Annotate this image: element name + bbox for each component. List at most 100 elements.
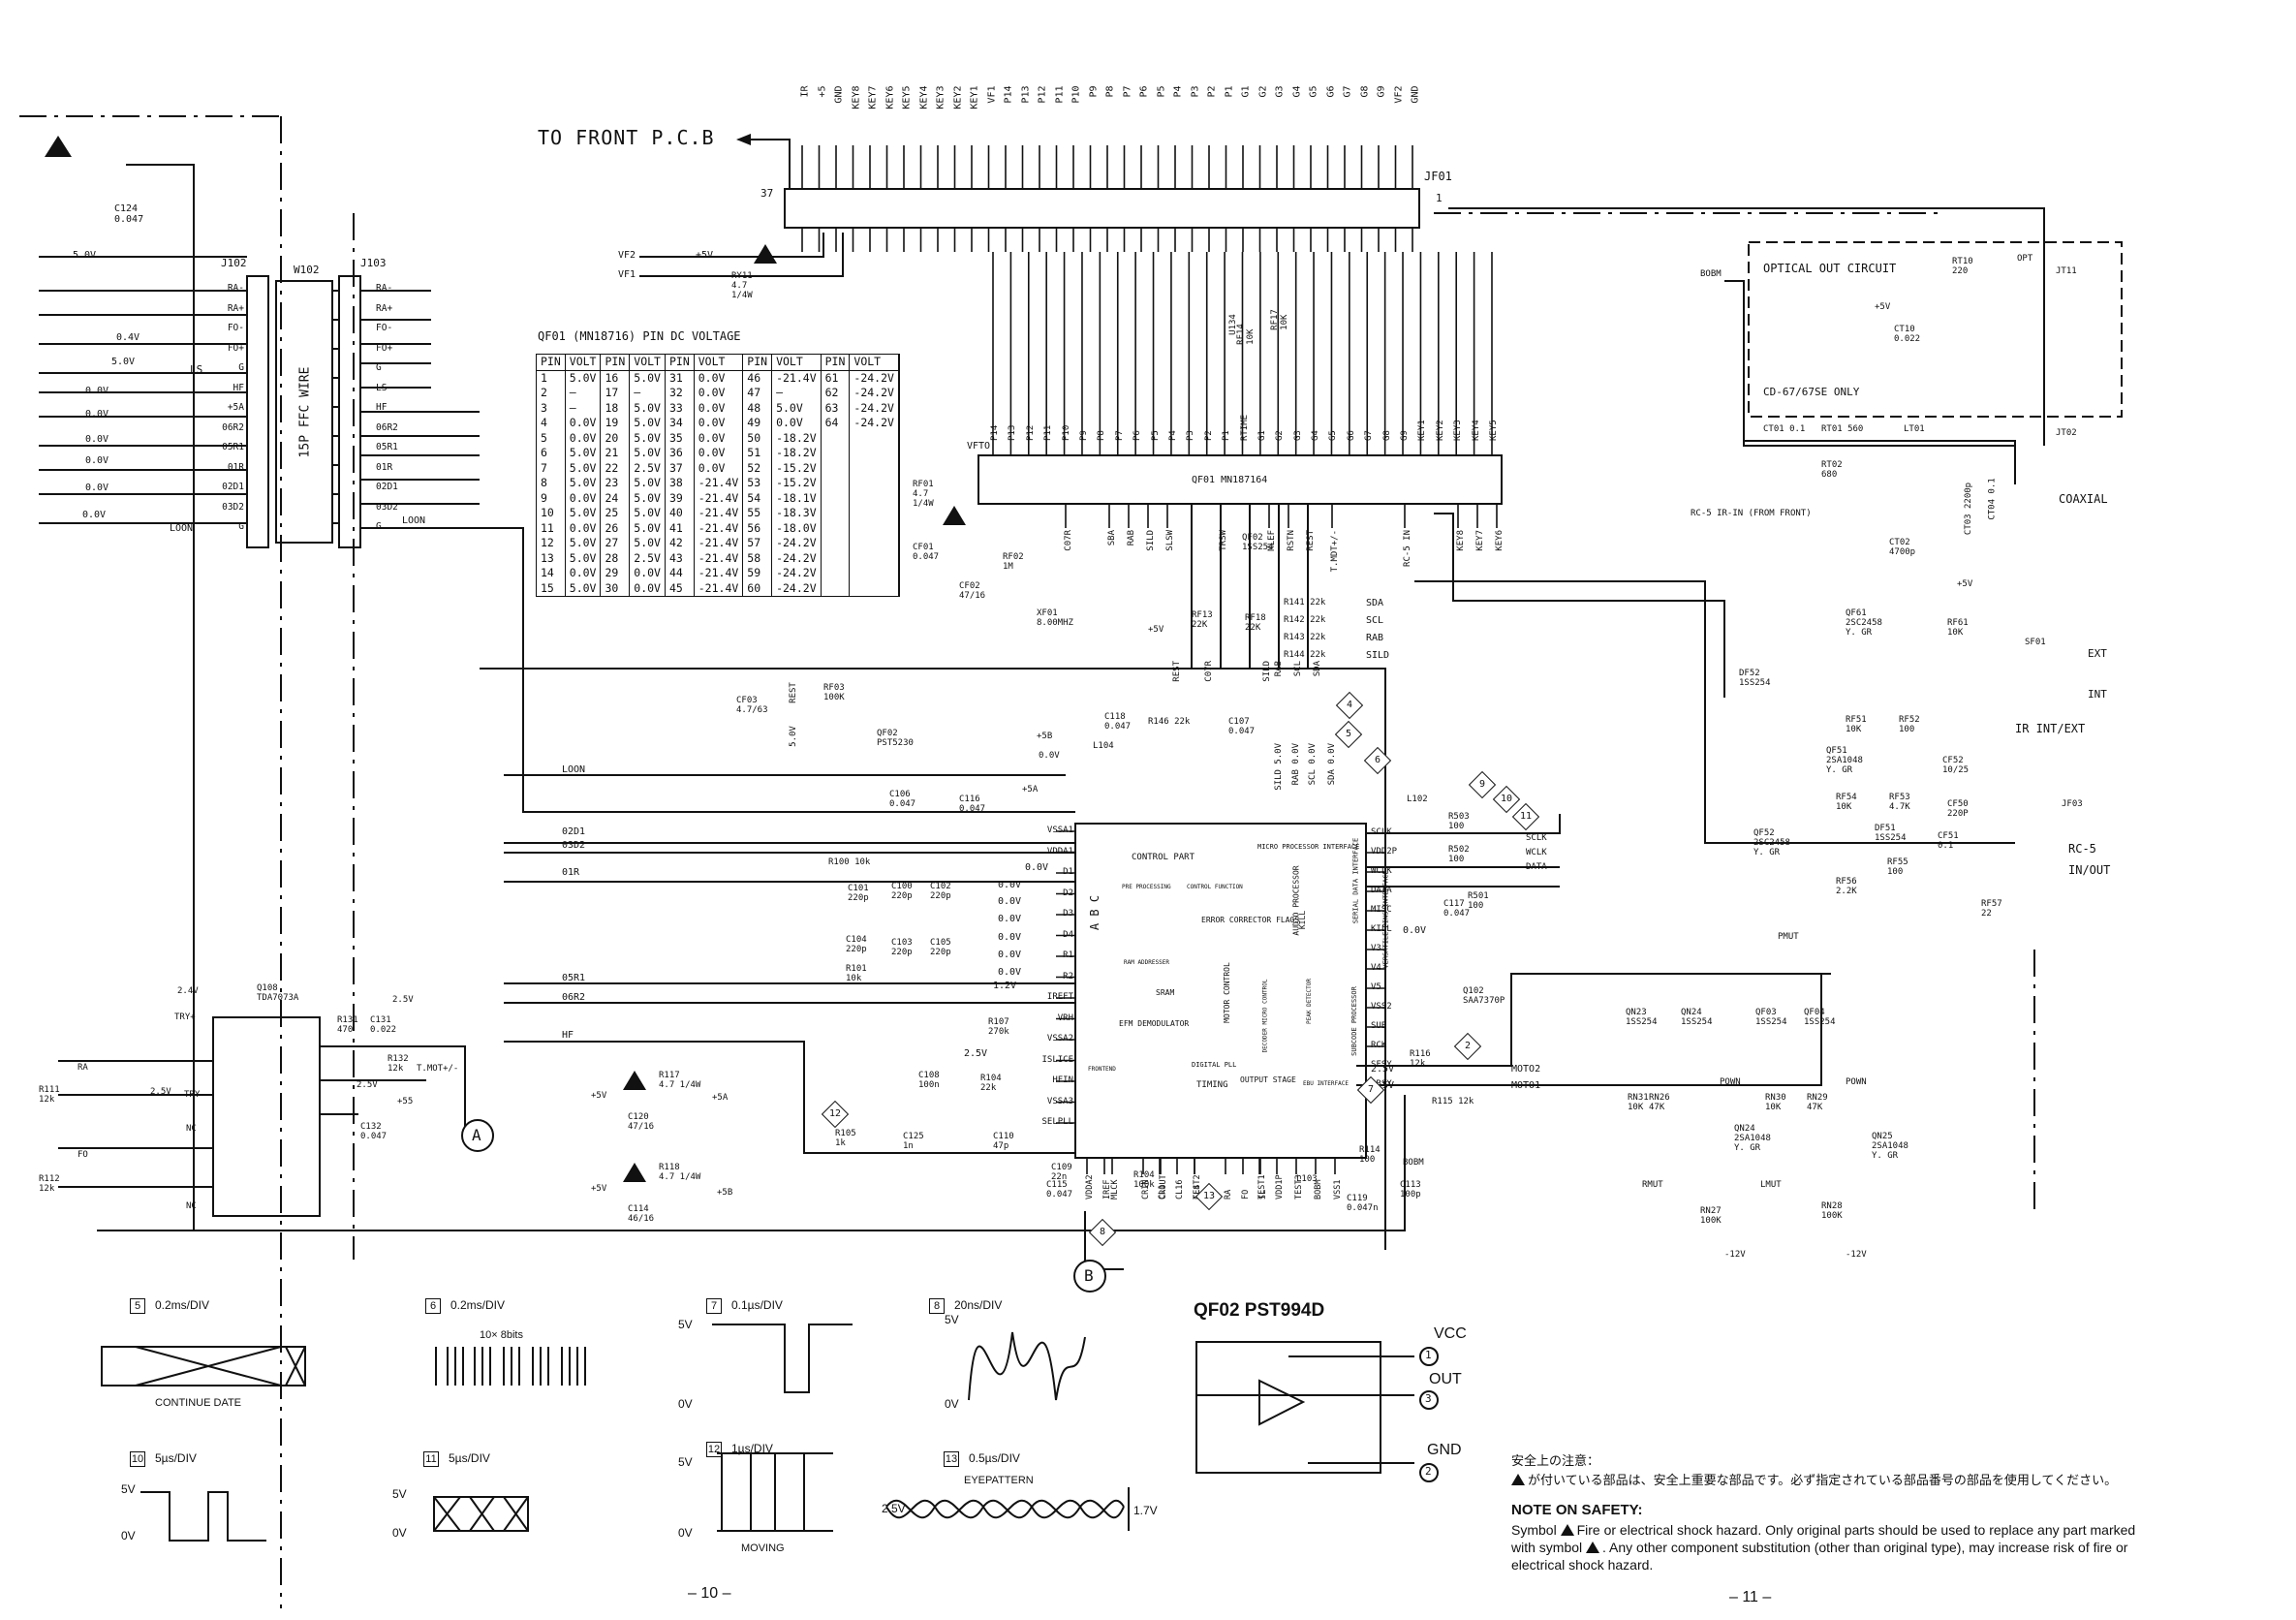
j103-pin-4: G (376, 362, 382, 373)
optical-only: CD-67/67SE ONLY (1763, 386, 1860, 398)
table-cell: 0.0V (694, 460, 744, 476)
dsp-right-volt-0: 0.0V (1403, 925, 1427, 936)
dsp-part-c113: C113 100p (1400, 1180, 1421, 1199)
table-cell: 5.0V (629, 536, 666, 551)
table-header-0: PIN (537, 355, 566, 371)
table-cell: -21.4V (694, 476, 744, 491)
qf01-pin-top-27: KEY4 (1471, 420, 1481, 441)
qf01-pin-top-12: P2 (1203, 430, 1214, 441)
table-cell: 53 (742, 476, 773, 491)
warning-triangle-icon (45, 136, 72, 157)
jf01-pin-5: KEY6 (884, 85, 895, 109)
qf01-pin-top-26: KEY3 (1453, 420, 1464, 441)
jf01-pin-18: P8 (1104, 85, 1116, 98)
marker-b: B (1084, 1266, 1094, 1285)
table-cell: 22 (600, 460, 631, 476)
table-cell: 43 (665, 550, 695, 566)
en-body-1: Fire or electrical shock hazard. Only or… (1576, 1522, 2136, 1538)
qf02-title: QF02 PST994D (1194, 1300, 1325, 1321)
jf01-pin-34: G9 (1376, 85, 1387, 98)
qf01-pin-top-21: G7 (1364, 430, 1375, 441)
test-point-label-2: 2 (1464, 1041, 1472, 1051)
j102-pin-4: G (238, 362, 244, 373)
dsp-part-r114: R114 100 (1359, 1145, 1381, 1165)
rf13-label: RF13 22K (1192, 610, 1213, 630)
table-cell: 63 (821, 400, 851, 416)
qf01-pin-top-5: P9 (1078, 430, 1089, 441)
wave11-trace (433, 1496, 529, 1532)
table-cell: 42 (665, 536, 695, 551)
jf03-label: JF03 (2062, 799, 2083, 809)
table-cell: 0.0V (565, 566, 602, 581)
left-volt-0: 5.0V (73, 250, 97, 261)
table-cell: 16 (600, 370, 631, 386)
table-cell: 5.0V (629, 430, 666, 446)
jf01-pin-35: VF2 (1393, 85, 1404, 104)
table-cell: 9 (537, 490, 566, 506)
motor-r117: R117 4.7 1/4W (659, 1071, 701, 1090)
qf01-pin-bot-5: TRSW (1219, 530, 1228, 551)
dsp-left-pin-4: D3 (1063, 909, 1073, 919)
dsp-moto-1: MOTO1 (1511, 1080, 1541, 1091)
motor-plus5b: +5B (717, 1188, 733, 1198)
dsp-bot-pin-1: RA (1224, 1189, 1233, 1199)
table-cell: — (565, 386, 602, 401)
dsp-top-7: RAB 0.0V (1291, 743, 1301, 786)
marker-b-circle (1073, 1260, 1106, 1293)
dsp-left-volt-1: 0.0V (998, 880, 1022, 890)
qf02-pin2 (1419, 1463, 1439, 1482)
r143-label: R143 22k (1284, 633, 1326, 642)
df52-label: DF52 1SS254 (1739, 669, 1771, 688)
loon-label-1: LOON (170, 523, 194, 534)
table-cell: — (565, 400, 602, 416)
dsp-part-plus5a: +5A (1022, 785, 1039, 794)
table-cell: 33 (665, 400, 695, 416)
jf01-pin-4: KEY7 (867, 85, 879, 109)
rf55-label: RF55 100 (1887, 857, 1908, 877)
wire-hf (504, 1041, 1075, 1154)
table-cell: 28 (600, 550, 631, 566)
jf01-pin-31: G6 (1325, 85, 1336, 98)
qf01-pin-top-24: KEY1 (1417, 420, 1428, 441)
test-point-label-8: 8 (1099, 1227, 1106, 1237)
rn27-label: RN27 100K (1700, 1206, 1722, 1226)
qf02-pst-label: QF02 PST5230 (877, 729, 914, 748)
table-cell: -18.0V (771, 520, 822, 536)
motor-r131: R131 470 (337, 1015, 358, 1035)
dsp-part-r502: R502 100 (1448, 845, 1470, 864)
j102-pin-1: RA+ (227, 302, 244, 314)
table-cell: 0.0V (629, 566, 666, 581)
dsp-bot-pin-5: CL16 (1175, 1179, 1185, 1199)
table-header-9: VOLT (849, 355, 899, 371)
wave-11-div: 5µs/DIV (449, 1451, 490, 1465)
ct10-label: CT10 0.022 (1894, 325, 1921, 344)
table-cell (849, 490, 899, 506)
wave13-trace (885, 1487, 1130, 1531)
qf01-pin-top-4: P10 (1061, 424, 1071, 441)
qf02-pst994d-box (1195, 1341, 1381, 1474)
rmut-label: RMUT (1642, 1180, 1663, 1190)
dsp-block-3: MICRO PROCESSOR INTERFACE (1257, 843, 1360, 851)
wire-bottom-return (97, 1095, 1406, 1231)
motor-r111: R111 12k (39, 1085, 60, 1105)
cf50-label: CF50 220P (1947, 799, 1969, 819)
table-cell: 0.0V (694, 446, 744, 461)
dsp-left-volt-2: 0.0V (998, 896, 1022, 907)
dsp-signal-2: 03D2 (562, 840, 586, 851)
j103-pin-11: 03D2 (376, 501, 398, 513)
jf01-pin-11: VF1 (986, 85, 997, 104)
motor-r112: R112 12k (39, 1174, 60, 1194)
motor-try_p: TRY+ (174, 1012, 196, 1022)
dsp-part-plus5b: +5B (1037, 732, 1053, 741)
wave-volt-2: 5V (945, 1313, 959, 1326)
test-point-label-9: 9 (1478, 779, 1486, 790)
j102-pin-8: 05R1 (222, 442, 244, 452)
dsp-bot-pin-12: CROUT (1159, 1174, 1168, 1199)
board-boundary-left (19, 115, 282, 1608)
dsp-moto-0: MOTO2 (1511, 1064, 1541, 1075)
plus5v-label-top: +5V (696, 250, 714, 261)
r141-label: R141 22k (1284, 598, 1326, 608)
wire-right-j (360, 290, 480, 529)
test-point-label-13: 13 (1202, 1190, 1216, 1201)
